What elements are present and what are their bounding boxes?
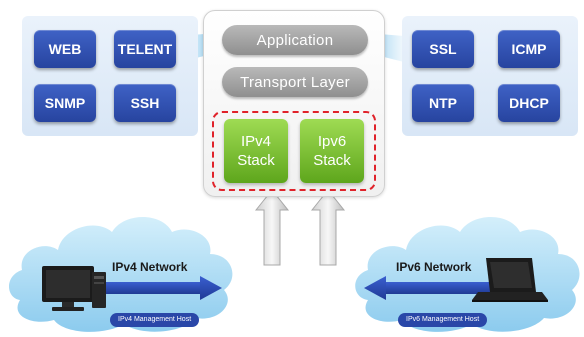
- ipv6-stack-line1: Ipv6: [317, 133, 347, 150]
- ipv6-flow-arrow: [364, 276, 492, 300]
- transport-layer: Transport Layer: [222, 67, 368, 97]
- up-arrow-right: [310, 189, 346, 266]
- ipv6-cloud: [355, 217, 580, 332]
- service-ssh: SSH: [114, 84, 176, 122]
- ipv4-flow-arrow: [96, 276, 222, 300]
- ipv4-stack-line2: Stack: [237, 152, 275, 169]
- desktop-computer-icon: [42, 266, 106, 311]
- right-services-panel: SSL ICMP NTP DHCP: [402, 16, 578, 136]
- ipv4-management-host-label: IPv4 Management Host: [110, 313, 200, 327]
- ipv6-management-host-label: IPv6 Management Host: [398, 313, 488, 327]
- service-ntp: NTP: [412, 84, 474, 122]
- ipv6-stack: Ipv6 Stack: [300, 119, 364, 183]
- ipv4-stack: IPv4 Stack: [224, 119, 288, 183]
- ipv4-stack-line1: IPv4: [240, 133, 271, 150]
- ipv6-network-label: IPv6 Network: [396, 260, 472, 274]
- left-services-panel: WEB TELENT SNMP SSH: [22, 16, 198, 136]
- ipv6-stack-line2: Stack: [313, 152, 351, 169]
- laptop-icon: [472, 258, 548, 302]
- service-web: WEB: [34, 30, 96, 68]
- service-icmp: ICMP: [498, 30, 560, 68]
- up-arrow-left: [254, 189, 290, 266]
- service-telent: TELENT: [114, 30, 176, 68]
- service-ssl: SSL: [412, 30, 474, 68]
- ipv4-network-label: IPv4 Network: [112, 260, 188, 274]
- application-layer: Application: [222, 25, 368, 55]
- dual-stack-outline: [212, 111, 376, 191]
- service-dhcp: DHCP: [498, 84, 560, 122]
- service-snmp: SNMP: [34, 84, 96, 122]
- protocol-stack-box: Application Transport Layer IPv4 Stack I…: [203, 10, 385, 197]
